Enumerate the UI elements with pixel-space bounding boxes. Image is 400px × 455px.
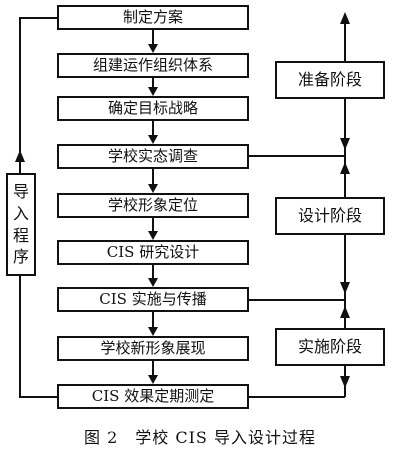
step-arrowhead	[148, 327, 158, 336]
phase-preparation: 准备阶段	[275, 61, 385, 99]
step-cis-design: CIS 研究设计	[57, 240, 249, 265]
side-char: 程	[12, 225, 29, 245]
phase-arrowheads	[340, 12, 350, 388]
step-build-organization: 组建运作组织体系	[57, 53, 249, 78]
side-char: 入	[12, 203, 29, 223]
step-arrows	[148, 30, 158, 384]
step-arrowhead	[148, 184, 158, 193]
step-arrowhead	[148, 278, 158, 287]
step-define-strategy: 确定目标战略	[57, 96, 249, 121]
import-procedure-label: 导 入 程 序	[6, 173, 36, 276]
step-arrowhead	[148, 44, 158, 53]
step-image-positioning: 学校形象定位	[57, 193, 249, 218]
phase-implementation: 实施阶段	[275, 328, 385, 366]
feedback-arrowhead	[15, 150, 25, 162]
step-school-survey: 学校实态调查	[57, 144, 249, 169]
step-cis-evaluation: CIS 效果定期测定	[57, 384, 249, 409]
phase-design: 设计阶段	[275, 197, 385, 235]
side-char: 导	[12, 182, 29, 202]
step-arrowhead	[148, 375, 158, 384]
step-arrowhead	[148, 231, 158, 240]
step-arrowhead	[148, 135, 158, 144]
figure-caption: 图 2 学校 CIS 导入设计过程	[84, 428, 316, 447]
step-cis-implementation: CIS 实施与传播	[57, 287, 249, 312]
step-new-image: 学校新形象展现	[57, 336, 249, 361]
step-arrowhead	[148, 87, 158, 96]
side-char: 序	[12, 247, 29, 267]
step-make-plan: 制定方案	[57, 5, 249, 30]
